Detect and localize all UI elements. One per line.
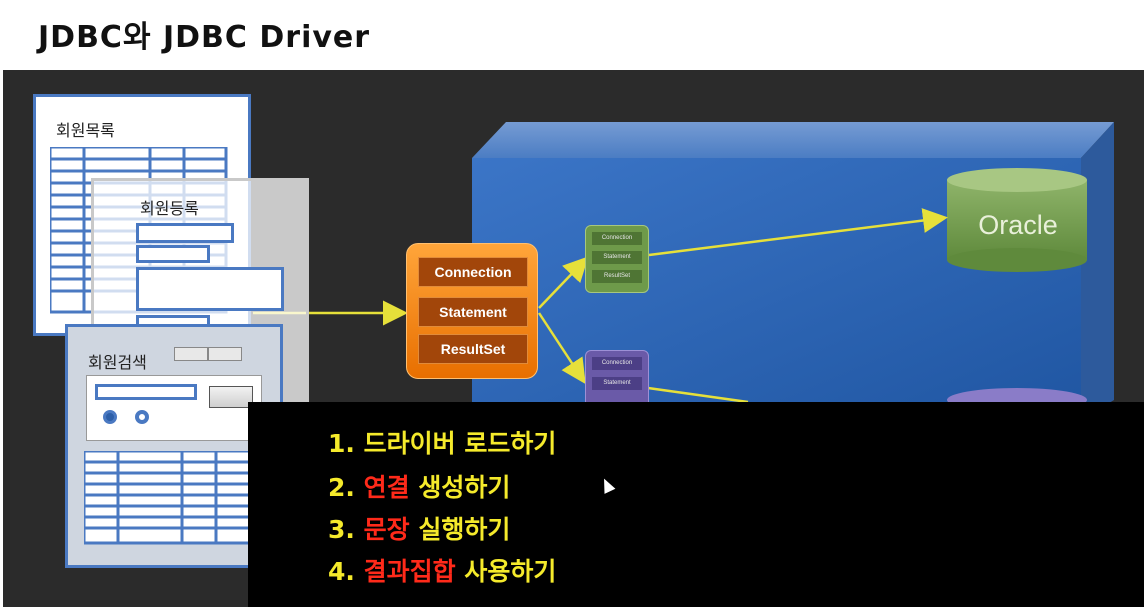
radio-option-2[interactable] xyxy=(135,410,149,424)
step-4-text: 사용하기 xyxy=(455,557,557,586)
other-driver-box: Connection Statement xyxy=(585,350,649,412)
search-button[interactable] xyxy=(209,386,253,408)
cube-side xyxy=(1081,122,1114,420)
step-4: 4. 결과집합 사용하기 xyxy=(328,552,556,588)
member-search-title: 회원검색 xyxy=(88,353,147,372)
slide-canvas: 회원목록 회원등록 회원검색 xyxy=(3,70,1144,607)
arrow-driver-to-purple xyxy=(537,312,586,385)
jdbc-driver-box: Connection Statement ResultSet xyxy=(406,243,538,379)
search-input-1[interactable] xyxy=(174,347,208,361)
step-2: 2. 연결 생성하기 xyxy=(328,468,510,504)
step-3-number: 3. xyxy=(328,515,355,544)
step-2-number: 2. xyxy=(328,473,355,502)
step-3-highlight: 문장 xyxy=(363,515,410,544)
statement-item: Statement xyxy=(418,297,528,327)
steps-panel: 1. 드라이버 로드하기 2. 연결 생성하기 3. 문장 실행하기 4. 결과… xyxy=(248,402,1144,607)
mini2-connection-item: Connection xyxy=(592,357,642,370)
search-field[interactable] xyxy=(95,384,197,400)
step-2-highlight: 연결 xyxy=(363,473,410,502)
search-panel xyxy=(86,375,262,441)
arrow-green-to-oracle xyxy=(648,208,948,257)
cube-top xyxy=(472,122,1114,158)
arrow-driver-to-green xyxy=(538,256,589,309)
step-2-text: 생성하기 xyxy=(409,473,511,502)
step-3-text: 실행하기 xyxy=(409,515,511,544)
member-search-table xyxy=(84,451,260,545)
mini-resultset-item: ResultSet xyxy=(592,270,642,283)
member-list-title: 회원목록 xyxy=(56,121,115,140)
connection-item: Connection xyxy=(418,257,528,287)
step-4-highlight: 결과집합 xyxy=(363,557,456,586)
step-4-number: 4. xyxy=(328,557,355,586)
mini2-statement-item: Statement xyxy=(592,377,642,390)
register-field-1[interactable] xyxy=(136,223,234,243)
search-input-2[interactable] xyxy=(208,347,242,361)
arrow-purple-to-db xyxy=(647,386,749,404)
resultset-item: ResultSet xyxy=(418,334,528,364)
radio-option-1[interactable] xyxy=(103,410,117,424)
member-register-title: 회원등록 xyxy=(140,199,199,218)
register-field-2[interactable] xyxy=(136,245,210,263)
mini-connection-item: Connection xyxy=(592,232,642,245)
oracle-label: Oracle xyxy=(978,210,1058,240)
step-1-number: 1. xyxy=(328,429,355,458)
step-3: 3. 문장 실행하기 xyxy=(328,510,510,546)
register-textarea[interactable] xyxy=(136,267,284,311)
database-cylinder xyxy=(947,168,1087,272)
step-1: 1. 드라이버 로드하기 xyxy=(328,424,556,460)
mini-statement-item: Statement xyxy=(592,251,642,264)
page-title: JDBC와 JDBC Driver xyxy=(38,20,371,55)
step-1-text: 드라이버 로드하기 xyxy=(363,429,557,458)
oracle-driver-box: Connection Statement ResultSet xyxy=(585,225,649,293)
